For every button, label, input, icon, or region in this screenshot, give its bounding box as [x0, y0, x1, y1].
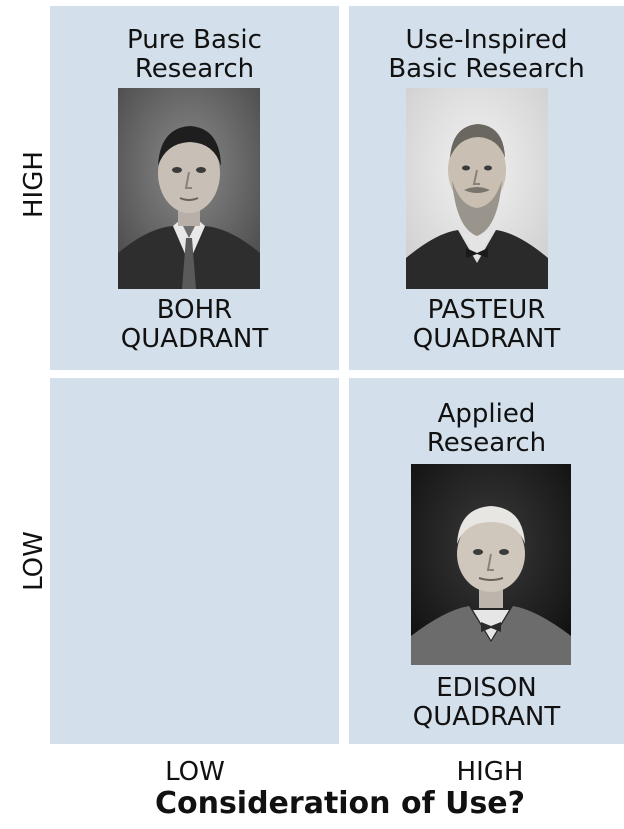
- quadrant-title: Applied Research: [426, 399, 547, 458]
- quadrant-edison: Applied Research: [349, 378, 624, 744]
- quadrant-bohr: Pure Basic Research: [50, 6, 339, 370]
- portrait-photo-edison: [411, 464, 571, 665]
- x-axis-low-label: LOW: [165, 757, 225, 787]
- portrait-photo-pasteur: [406, 88, 548, 289]
- quadrant-title: Pure Basic Research: [127, 25, 262, 84]
- quadrant-label: EDISON QUADRANT: [412, 673, 561, 732]
- y-axis-low-label: LOW: [19, 531, 49, 591]
- x-axis-title: Consideration of Use?: [154, 786, 526, 821]
- quadrant-empty: [50, 378, 339, 744]
- quadrant-title: Use-Inspired Basic Research: [388, 25, 585, 84]
- quadrant-label: PASTEUR QUADRANT: [412, 295, 561, 354]
- x-axis-high-label: HIGH: [456, 757, 524, 787]
- y-axis-high-label: HIGH: [19, 151, 49, 218]
- portrait-photo-bohr: [118, 88, 260, 289]
- quadrant-label: BOHR QUADRANT: [120, 295, 269, 354]
- quadrant-pasteur: Use-Inspired Basic Research: [349, 6, 624, 370]
